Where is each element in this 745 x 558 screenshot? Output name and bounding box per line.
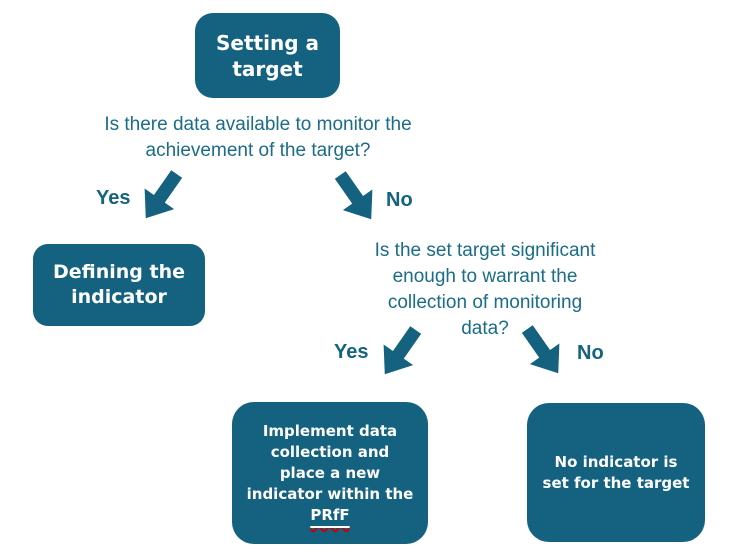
arrow-down-left-icon	[144, 170, 183, 219]
branch-label-yes-1: Yes	[96, 187, 131, 209]
arrow-down-left-icon	[383, 326, 422, 375]
arrow-down-right-icon	[521, 325, 560, 374]
branch-label-yes-2: Yes	[334, 341, 369, 363]
prff-misspelled-word: PRfF	[310, 505, 350, 524]
branch-label-no-2: No	[577, 342, 604, 364]
branch-label-no-1: No	[386, 189, 413, 211]
arrow-down-right-icon	[334, 171, 373, 220]
